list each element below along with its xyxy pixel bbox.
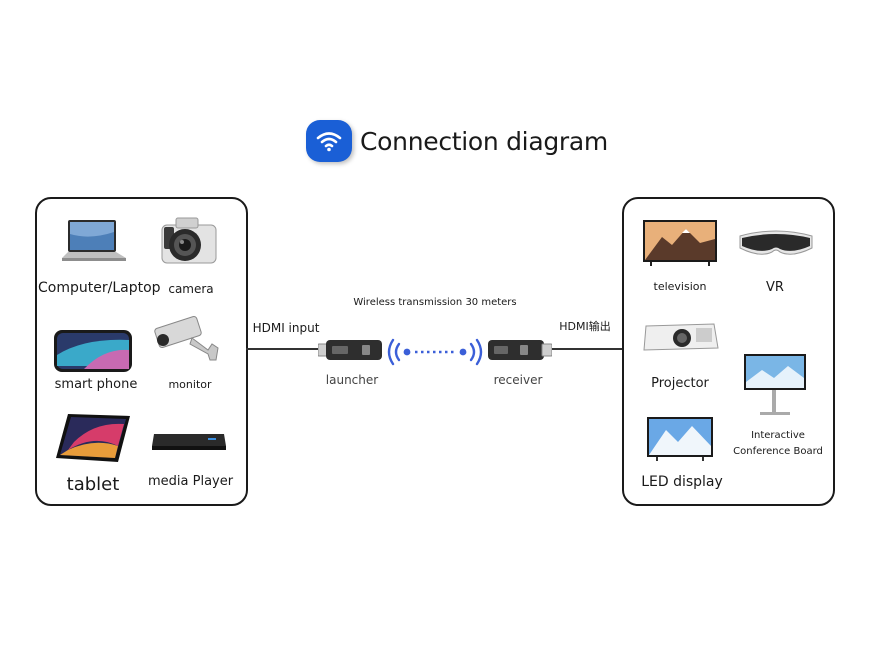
launcher-label: launcher <box>325 373 379 387</box>
hdmi-output-line <box>546 348 624 350</box>
television-icon <box>642 219 718 267</box>
projector-label: Projector <box>651 376 709 391</box>
hdmi-output-label: HDMI输出 <box>559 320 611 333</box>
camera-icon <box>158 213 220 269</box>
projector-icon <box>642 320 720 356</box>
led-display-label: LED display <box>641 474 723 490</box>
launcher-dongle-icon <box>318 338 384 362</box>
receiver-dongle-icon <box>486 338 552 362</box>
tablet-icon <box>54 412 132 466</box>
camera-label: camera <box>168 282 214 296</box>
wireless-signal-icon <box>385 334 485 370</box>
hdmi-input-label: HDMI input <box>252 321 320 335</box>
hdmi-input-line <box>246 348 326 350</box>
television-label: television <box>653 280 707 293</box>
computer-laptop-label: Computer/Laptop <box>38 280 161 296</box>
smart-phone-icon <box>54 330 132 372</box>
diagram-title: Connection diagram <box>306 120 608 162</box>
tablet-label: tablet <box>66 474 120 495</box>
media-player-label: media Player <box>148 474 234 489</box>
conference-board-label: Interactive Conference Board <box>733 430 823 457</box>
receiver-label: receiver <box>493 373 543 387</box>
monitor-camera-icon <box>152 314 222 364</box>
laptop-icon <box>60 218 128 268</box>
page-title: Connection diagram <box>360 126 608 156</box>
smart-phone-label: smart phone <box>54 377 138 392</box>
conference-board-icon <box>742 352 808 418</box>
vr-label: VR <box>766 280 784 295</box>
media-player-icon <box>150 430 228 454</box>
monitor-label: monitor <box>168 378 212 391</box>
led-display-icon <box>646 416 714 462</box>
wifi-icon <box>306 120 352 162</box>
wireless-transmission-label: Wireless transmission 30 meters <box>353 297 517 308</box>
vr-headset-icon <box>736 224 816 262</box>
